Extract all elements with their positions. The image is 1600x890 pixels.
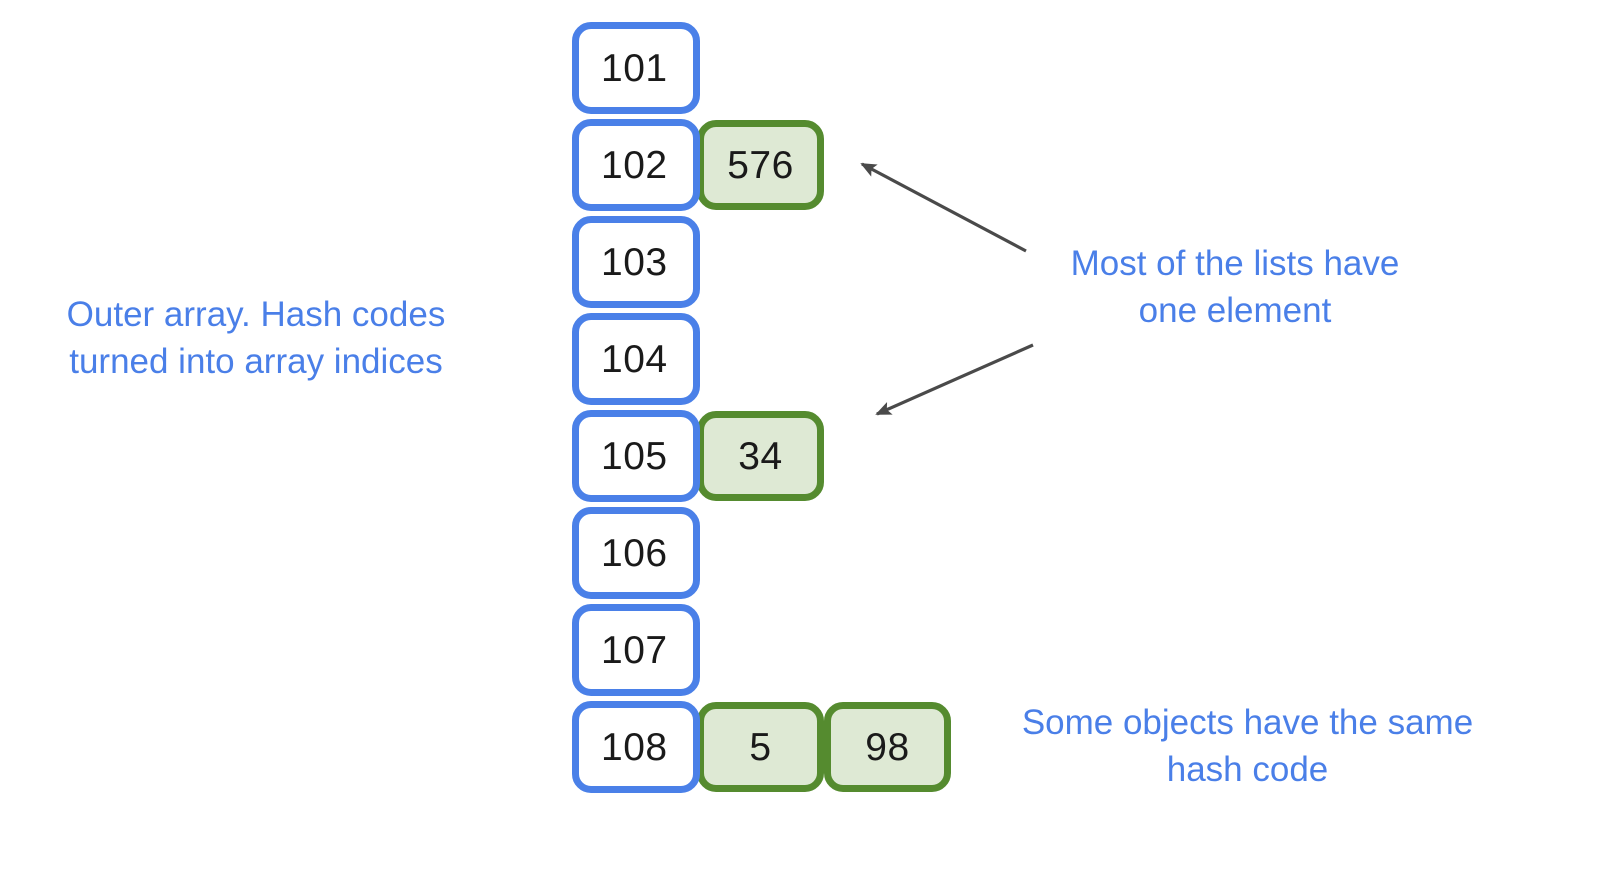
bucket-entry-cell[interactable]: 34 (697, 411, 824, 501)
arrow-to-34-icon (875, 343, 1034, 416)
bucket-row: 106 (572, 507, 700, 599)
bucket-entry-cell[interactable]: 98 (824, 702, 951, 792)
bucket-index-cell[interactable]: 106 (572, 507, 700, 599)
annotation-one-element: Most of the lists have one element (1070, 244, 1400, 331)
bucket-index-label: 105 (601, 434, 668, 478)
bucket-entry-label: 98 (865, 725, 910, 769)
bucket-index-cell[interactable]: 101 (572, 22, 700, 114)
bucket-index-cell[interactable]: 105 (572, 410, 700, 502)
bucket-index-cell[interactable]: 107 (572, 604, 700, 696)
bucket-index-cell[interactable]: 102 (572, 119, 700, 211)
bucket-row: 103 (572, 216, 700, 308)
bucket-entry-label: 5 (749, 725, 772, 769)
annotation-outer-array: Outer array. Hash codes turned into arra… (66, 295, 446, 382)
bucket-index-label: 103 (601, 240, 668, 284)
bucket-index-cell[interactable]: 103 (572, 216, 700, 308)
bucket-entry-label: 34 (738, 434, 783, 478)
bucket-index-label: 101 (601, 46, 668, 90)
bucket-entry-cell[interactable]: 576 (697, 120, 824, 210)
arrow-to-576-icon (860, 162, 1027, 253)
bucket-entry-cell[interactable]: 5 (697, 702, 824, 792)
bucket-row: 102 576 (572, 119, 824, 211)
bucket-entry-label: 576 (727, 143, 794, 187)
bucket-index-label: 102 (601, 143, 668, 187)
bucket-index-cell[interactable]: 108 (572, 701, 700, 793)
bucket-row: 108 5 98 (572, 701, 951, 793)
bucket-row: 105 34 (572, 410, 824, 502)
bucket-index-label: 106 (601, 531, 668, 575)
bucket-row: 107 (572, 604, 700, 696)
bucket-index-label: 108 (601, 725, 668, 769)
bucket-index-label: 107 (601, 628, 668, 672)
bucket-index-label: 104 (601, 337, 668, 381)
bucket-row: 104 (572, 313, 700, 405)
bucket-index-cell[interactable]: 104 (572, 313, 700, 405)
annotation-same-hash: Some objects have the same hash code (1021, 703, 1474, 790)
bucket-row: 101 (572, 22, 700, 114)
